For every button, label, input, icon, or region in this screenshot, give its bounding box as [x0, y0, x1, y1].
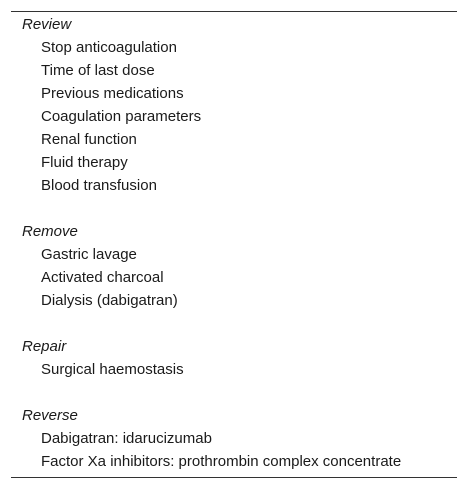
management-table: Review Stop anticoagulation Time of last…: [11, 11, 457, 478]
list-item: Dabigatran: idarucizumab: [41, 430, 212, 447]
list-item: Stop anticoagulation: [41, 39, 177, 56]
list-item: Coagulation parameters: [41, 108, 202, 125]
list-item: Surgical haemostasis: [41, 361, 184, 378]
list-item: Renal function: [41, 131, 137, 148]
list-item: Blood transfusion: [41, 177, 157, 194]
list-item: Time of last dose: [41, 62, 155, 79]
section-heading-remove: Remove: [22, 223, 78, 240]
section-heading-review: Review: [22, 16, 72, 33]
section-spacer: [11, 312, 457, 335]
list-item: Dialysis (dabigatran): [41, 292, 178, 309]
list-item: Activated charcoal: [41, 269, 164, 286]
section-heading-reverse: Reverse: [22, 407, 78, 424]
section-heading-repair: Repair: [22, 338, 67, 355]
section-spacer: [11, 197, 457, 220]
list-item: Factor Xa inhibitors: prothrombin comple…: [41, 453, 402, 470]
list-item: Fluid therapy: [41, 154, 128, 171]
table-body: Review Stop anticoagulation Time of last…: [11, 13, 457, 473]
list-item: Gastric lavage: [41, 246, 137, 263]
section-spacer: [11, 381, 457, 404]
list-item: Previous medications: [41, 85, 184, 102]
